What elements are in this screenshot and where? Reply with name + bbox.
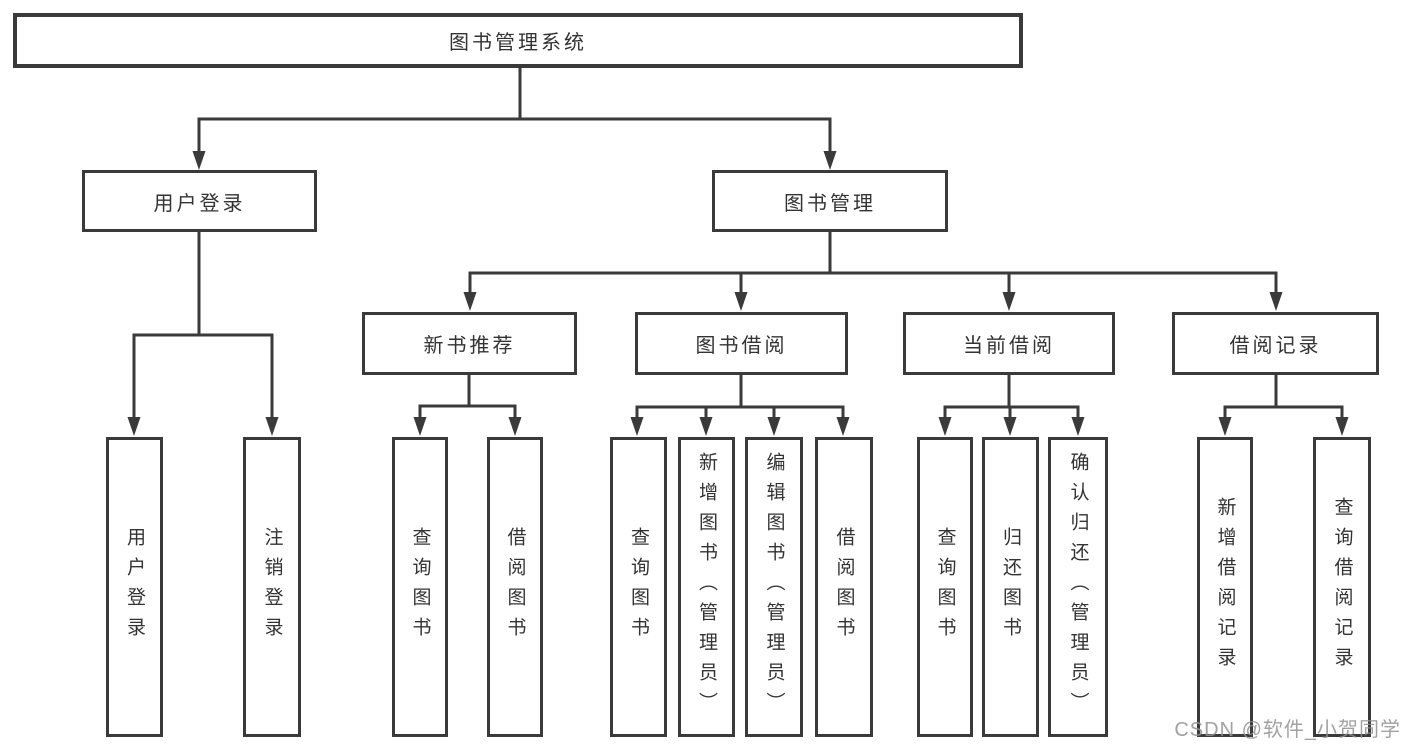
node-label: 图书管理系统 (449, 32, 587, 54)
csdn-watermark: CSDN @软件_小贺同学 (1174, 719, 1401, 741)
leaf-current-confirm-return-admin: 确认归还（管理员） (1048, 437, 1108, 737)
leaf-borrowing-edit-books-admin: 编辑图书（管理员） (745, 437, 803, 737)
node-label: 归还图书 (1000, 527, 1021, 647)
leaf-current-query-books: 查询图书 (917, 437, 973, 737)
node-label: 图书管理 (784, 192, 876, 215)
node-label: 图书借阅 (695, 335, 788, 357)
leaf-borrowing-borrow-books: 借阅图书 (815, 437, 873, 737)
node-label: 注销登录 (261, 527, 283, 647)
node-borrowing-records: 借阅记录 (1172, 312, 1379, 375)
leaf-newbook-query-books: 查询图书 (392, 437, 448, 737)
node-label: 查询借阅记录 (1331, 497, 1353, 677)
leaf-records-query-borrow-record: 查询借阅记录 (1313, 437, 1371, 737)
node-user-login: 用户登录 (82, 170, 317, 232)
node-label: 用户登录 (124, 527, 145, 647)
leaf-records-add-borrow-record: 新增借阅记录 (1197, 437, 1253, 737)
node-label: 借阅图书 (504, 527, 526, 647)
node-label: 借阅记录 (1229, 335, 1322, 357)
node-label: 新增图书（管理员） (696, 452, 717, 722)
leaf-borrowing-query-books: 查询图书 (610, 437, 667, 737)
node-label: 借阅图书 (833, 527, 855, 647)
node-label: 用户登录 (153, 192, 246, 215)
node-label: 新书推荐 (423, 335, 516, 357)
leaf-current-return-books: 归还图书 (982, 437, 1039, 737)
node-book-borrowing: 图书借阅 (635, 312, 848, 375)
node-label: 查询图书 (934, 527, 956, 647)
node-label: 新增借阅记录 (1214, 497, 1236, 677)
node-label: 编辑图书（管理员） (763, 452, 785, 722)
node-label: 当前借阅 (963, 335, 1055, 357)
node-library-management-system: 图书管理系统 (13, 13, 1023, 68)
leaf-borrowing-add-books-admin: 新增图书（管理员） (678, 437, 735, 737)
leaf-user-login: 用户登录 (106, 437, 163, 737)
node-current-borrowing: 当前借阅 (903, 312, 1115, 375)
leaf-logout: 注销登录 (243, 437, 301, 737)
leaf-newbook-borrow-books: 借阅图书 (487, 437, 543, 737)
node-label: 查询图书 (409, 527, 431, 647)
node-new-book-recommendation: 新书推荐 (362, 312, 577, 375)
node-book-management: 图书管理 (712, 170, 948, 232)
node-label: 查询图书 (628, 527, 649, 647)
node-label: 确认归还（管理员） (1067, 452, 1089, 722)
